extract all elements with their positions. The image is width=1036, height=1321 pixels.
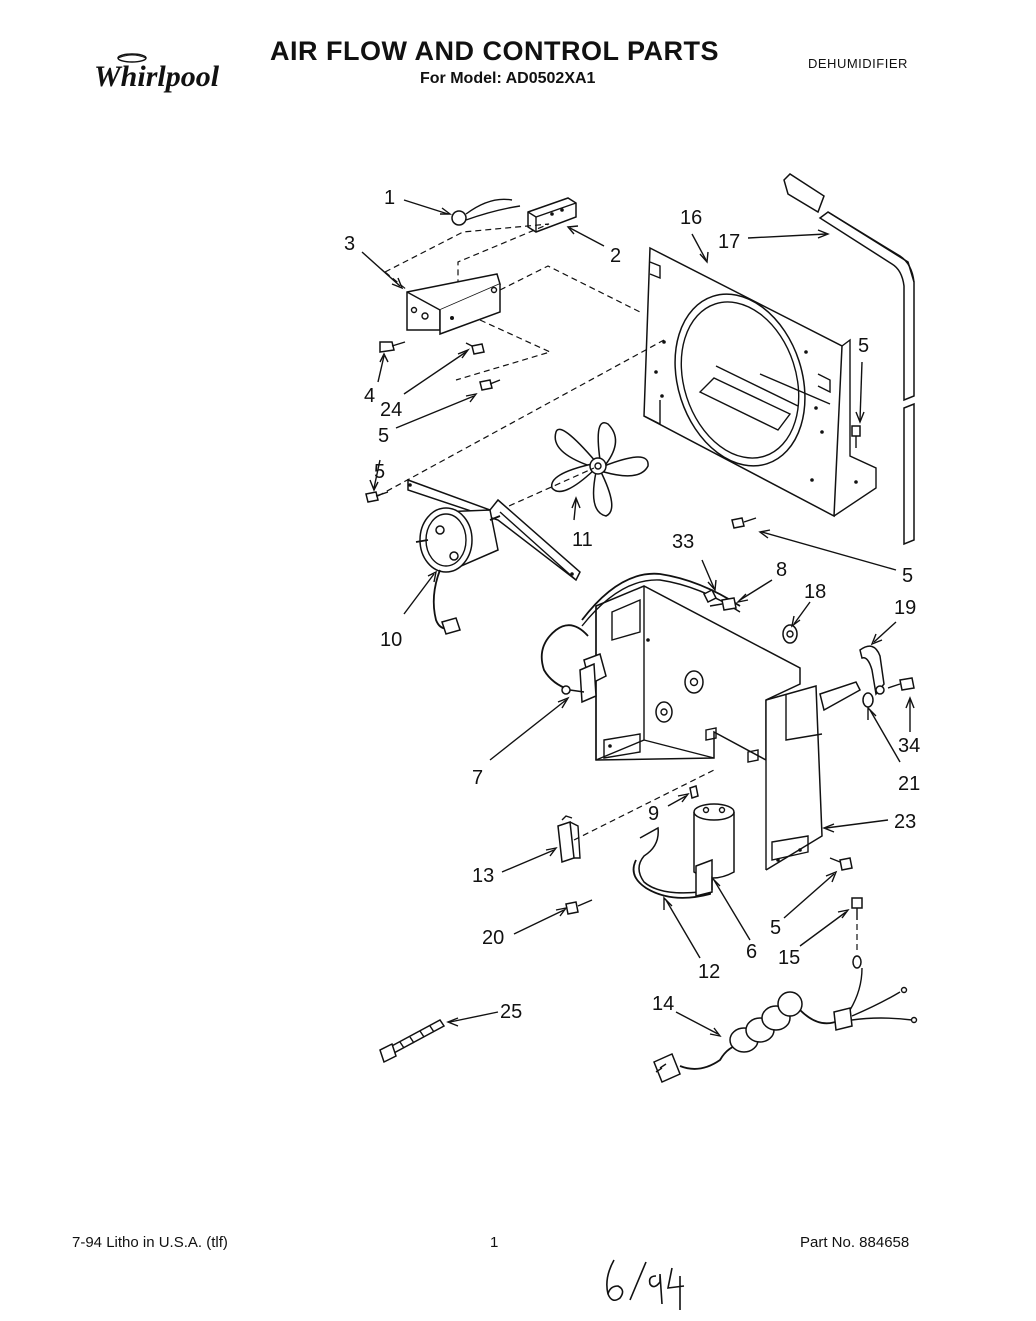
callout-17: 17 xyxy=(718,231,740,253)
svg-text:Whirlpool: Whirlpool xyxy=(94,60,220,93)
callout-4: 4 xyxy=(364,385,375,407)
part-21-washer xyxy=(862,692,874,708)
part-2-terminal-block xyxy=(527,197,577,233)
callout-9: 9 xyxy=(648,803,659,825)
callout-14: 14 xyxy=(652,993,674,1015)
callout-5-d: 5 xyxy=(902,565,913,587)
model-line: For Model: AD0502XA1 xyxy=(420,70,596,87)
part-14-power-cord xyxy=(653,967,918,1084)
part-1-thermostat-wire xyxy=(451,198,521,226)
part-18-knob xyxy=(782,624,798,644)
part-3-control-bracket xyxy=(406,273,501,336)
callout-10: 10 xyxy=(380,629,402,651)
callout-20: 20 xyxy=(482,927,504,949)
part-11-fan-blade xyxy=(551,422,649,517)
callout-8: 8 xyxy=(776,559,787,581)
screw-8 xyxy=(709,597,737,611)
footer-page-number: 1 xyxy=(490,1234,499,1251)
part-19-ground-strap xyxy=(859,645,885,696)
part-6-capacitor xyxy=(693,803,735,879)
part-16-fan-orifice-panel xyxy=(643,246,877,518)
part-13-relay xyxy=(557,815,581,864)
part-12-capacitor-strap xyxy=(632,826,713,899)
screw-5-left xyxy=(365,491,389,503)
callout-6: 6 xyxy=(746,941,757,963)
callout-12: 12 xyxy=(698,961,720,983)
callout-3: 3 xyxy=(344,233,355,255)
screw-5-right xyxy=(851,425,861,448)
callout-18: 18 xyxy=(804,581,826,603)
callout-34: 34 xyxy=(898,735,920,757)
footer-litho-date: 7-94 Litho in U.S.A. (tlf) xyxy=(72,1234,228,1251)
leader-lines xyxy=(361,199,915,1038)
callout-33: 33 xyxy=(672,531,694,553)
callout-5-e: 5 xyxy=(770,917,781,939)
handwritten-date-note xyxy=(606,1259,685,1310)
whirlpool-logo: Whirlpool xyxy=(94,53,220,93)
callout-1: 1 xyxy=(384,187,395,209)
screw-5-mid xyxy=(731,517,757,529)
part-23-control-housing xyxy=(595,585,861,871)
screw-5-upper xyxy=(479,379,501,391)
screw-15 xyxy=(851,897,863,969)
part-17-seal-strips xyxy=(783,173,915,546)
callout-5-b: 5 xyxy=(374,461,385,483)
callout-2: 2 xyxy=(610,245,621,267)
part-9-clip xyxy=(689,785,699,799)
callout-21: 21 xyxy=(898,773,920,795)
screw-20 xyxy=(565,899,593,915)
part-7-humidistat xyxy=(540,624,607,704)
callout-13: 13 xyxy=(472,865,494,887)
callout-11: 11 xyxy=(572,529,593,551)
screw-4 xyxy=(379,341,406,353)
page-title: AIR FLOW AND CONTROL PARTS xyxy=(270,36,719,66)
callout-7: 7 xyxy=(472,767,483,789)
callout-19: 19 xyxy=(894,597,916,619)
callout-23: 23 xyxy=(894,811,916,833)
product-category: DEHUMIDIFIER xyxy=(808,56,908,71)
footer-part-number: Part No. 884658 xyxy=(800,1234,910,1251)
part-25-cable-tie xyxy=(379,1019,446,1064)
screw-5-lower xyxy=(829,857,853,871)
callout-5-c: 5 xyxy=(858,335,869,357)
callout-25: 25 xyxy=(500,1001,522,1023)
part-10-fan-motor xyxy=(407,478,581,635)
screw-34 xyxy=(887,677,915,691)
callout-5-a: 5 xyxy=(378,425,389,447)
callout-24: 24 xyxy=(380,399,402,421)
callout-16: 16 xyxy=(680,207,702,229)
screw-24 xyxy=(465,342,485,355)
callout-15: 15 xyxy=(778,947,800,969)
part-33-clip xyxy=(702,588,718,604)
